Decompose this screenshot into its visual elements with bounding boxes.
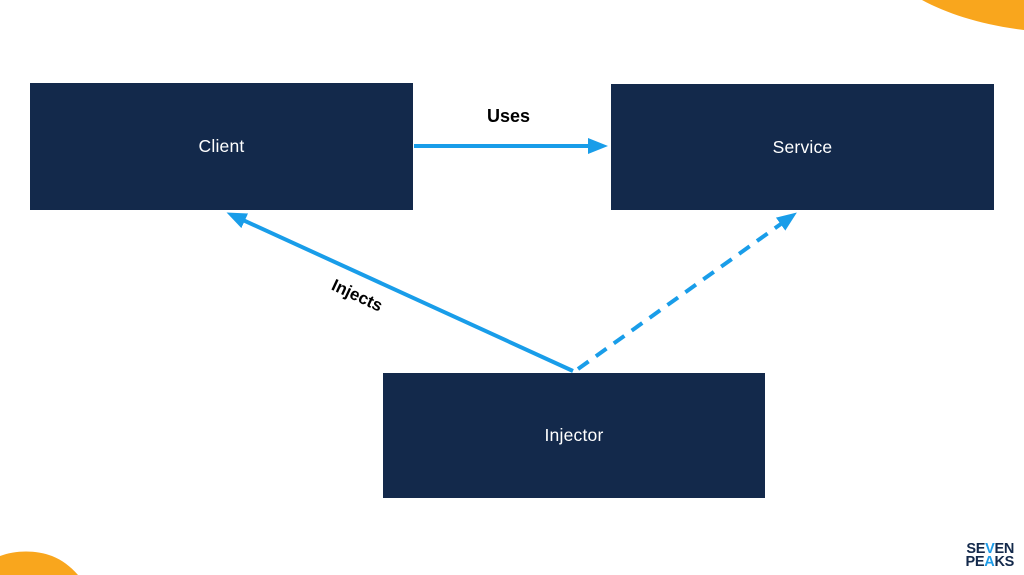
corner-blob-bottom-left-icon (0, 551, 78, 575)
uses-edge-label: Uses (487, 106, 531, 126)
node-client: Client (30, 83, 413, 210)
node-injector-label: Injector (544, 425, 604, 445)
node-service-label: Service (772, 136, 833, 157)
node-injector: Injector (383, 373, 765, 498)
node-client-label: Client (198, 136, 245, 156)
injector-service-dashed-arrow (576, 212, 797, 371)
injects-edge-label: Injects (328, 275, 386, 316)
logo-line-1: SEVEN (966, 541, 1014, 557)
logo-line-2: PEAKS (965, 554, 1015, 570)
injects-arrow (226, 212, 574, 373)
node-service: Service (611, 84, 994, 210)
seven-peaks-logo: SEVEN PEAKS (965, 541, 1015, 570)
logo-accent-a: A (984, 554, 995, 570)
corner-blob-top-right-icon (922, 0, 1024, 30)
logo-accent-v: V (985, 541, 995, 557)
